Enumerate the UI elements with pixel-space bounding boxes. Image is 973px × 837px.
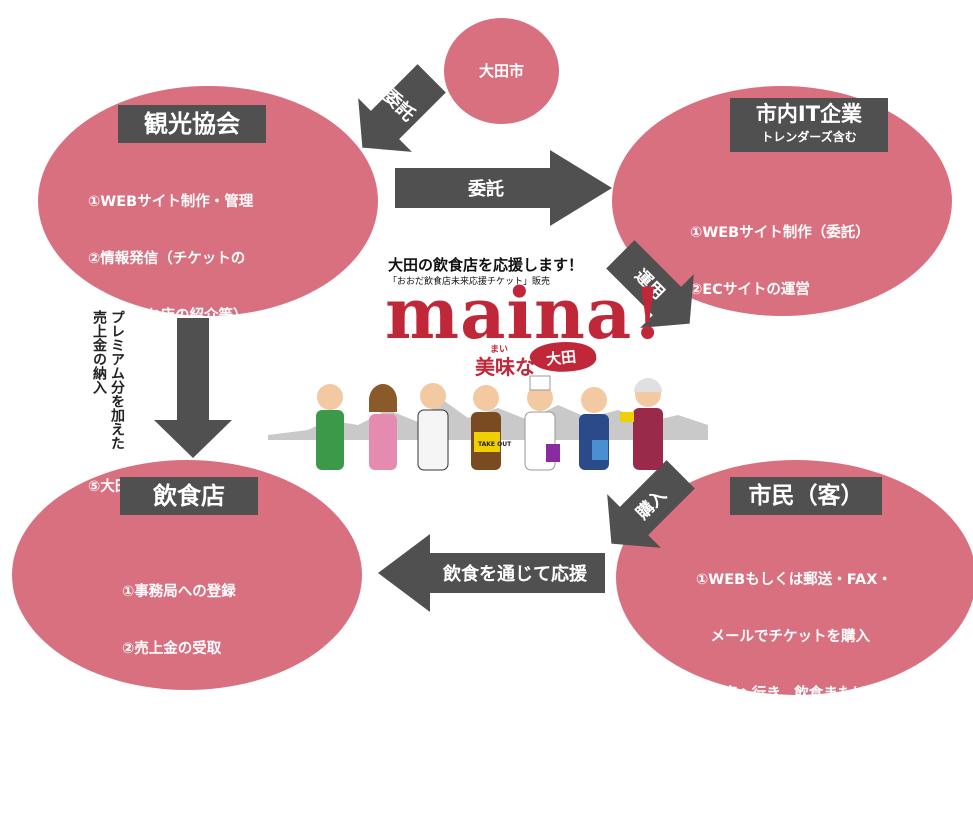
staff-figure: [417, 383, 449, 471]
maina-logo: maina!: [385, 272, 664, 355]
staff-illustration: TAKE OUT: [268, 375, 708, 471]
restaurant-title: 飲食店: [120, 477, 258, 515]
arrow-kanko-to-restaurant: [154, 318, 232, 458]
takeout-label: TAKE OUT: [478, 441, 512, 448]
staff-figure: [579, 387, 609, 470]
it-subtitle: トレンダーズ含む: [761, 130, 857, 144]
arrow-kanko-to-it-label: 委託: [467, 178, 504, 200]
staff-figure: [620, 378, 663, 470]
kanko-to-restaurant-label: プレミアム分を加えた売上金の納入: [91, 310, 125, 450]
citizen-item: ①WEBもしくは郵送・FAX・: [696, 572, 892, 588]
kanko-title: 観光協会: [118, 105, 266, 143]
it-title: 市内IT企業: [755, 102, 863, 126]
arrow-citizen-to-restaurant-label: 飲食を通じて応援: [442, 563, 588, 585]
arrow-citizen-to-restaurant: 飲食を通じて応援: [378, 534, 605, 612]
center-subline: 「おおだ飲食店未来応援チケット」販売: [388, 277, 551, 287]
it-item: ③WEBやSNSによる周知: [690, 339, 859, 355]
staff-figure: [471, 385, 501, 470]
kanko-item: 販売、お店の紹介等）: [88, 308, 248, 324]
arrow-it-to-center: 運用: [606, 240, 694, 328]
citizen-item: ②お店へ行き、飲食または: [696, 686, 867, 702]
kanko-item: ①WEBサイト制作・管理: [88, 194, 254, 210]
staff-figure: [316, 384, 344, 470]
arrow-citizen-to-center: 購入: [607, 460, 695, 548]
citizen-item: （コロナウイルス終息後）: [696, 800, 878, 816]
arrow-city-to-kanko: 委託: [358, 64, 446, 152]
restaurant-item: ①事務局への登録: [122, 584, 236, 600]
city-label: 大田市: [478, 62, 524, 80]
restaurant-item: ②売上金の受取: [122, 641, 222, 657]
citizen-item: テイクアウトを行う: [696, 743, 841, 759]
center-headline: 大田の飲食店を応援します！: [388, 256, 584, 274]
citizen-item: メールでチケットを購入: [696, 629, 870, 645]
it-items: ①WEBサイト制作（委託） ②ECサイトの運営 ③WEBやSNSによる周知: [690, 186, 870, 376]
it-item: ②ECサイトの運営: [690, 282, 810, 298]
city-node: [444, 18, 559, 124]
staff-figure: [369, 384, 397, 470]
arrow-kanko-to-it: 委託: [395, 150, 612, 226]
ota-badge-text: 大田: [545, 347, 577, 369]
staff-figure: [524, 375, 560, 471]
kanko-item: ②情報発信（チケットの: [88, 251, 246, 267]
restaurant-item: ③サービスの提供: [122, 698, 236, 714]
maina-tagline: 美味な: [475, 355, 535, 379]
it-title-box: 市内IT企業 トレンダーズ含む: [730, 98, 888, 152]
maina-ruby: まい: [490, 345, 509, 355]
it-item: ①WEBサイト制作（委託）: [690, 225, 870, 241]
citizen-title: 市民（客）: [730, 477, 882, 515]
arrows-layer: 委託 委託 運用 購入 飲食を通じて応援: [154, 64, 695, 612]
